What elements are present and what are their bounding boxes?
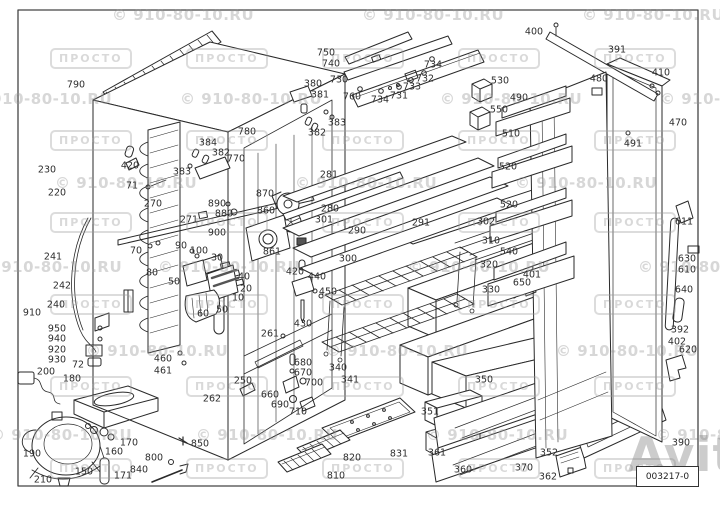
part-241-capillary-tube (71, 217, 134, 353)
part-280-glass-shelves (282, 135, 649, 277)
part-800-840-850-fixings (151, 436, 189, 483)
part-242-tube-clip (123, 289, 134, 313)
part-730-control-panel (343, 31, 485, 108)
part-440-middle-hinge (291, 259, 324, 323)
part-420-bearing-pin-top (124, 145, 135, 158)
part-530-550-boxes (469, 78, 493, 131)
part-910-relay-set (85, 312, 110, 367)
part-340-wire-rack (321, 246, 478, 363)
part-380-top-hinge (289, 85, 335, 132)
part-470-door-outer (606, 57, 671, 443)
part-610-hinge-bar (664, 200, 700, 382)
part-cabinet-body (92, 41, 346, 461)
part-341-wire-rack (321, 293, 475, 353)
part-230-clip (125, 157, 140, 171)
part-200-power-cord (17, 371, 61, 405)
part-400-pin (553, 22, 559, 28)
part-900-fan-motor (245, 214, 291, 262)
part-261-262-fixings (177, 333, 286, 397)
part-170-washers (90, 426, 98, 434)
part-810-egg-tray (277, 443, 332, 473)
part-480-clip (591, 87, 603, 96)
part-660-bottom-hinge-cluster (282, 353, 316, 412)
part-190-suction-pipe (21, 429, 37, 453)
part-410-screws (649, 83, 655, 89)
part-160-grommets (85, 423, 115, 441)
part-lamp-thermostat-cluster (182, 248, 245, 323)
part-150-compressor (21, 411, 101, 487)
part-391-door-trim (545, 22, 661, 102)
part-630-piece (687, 245, 700, 254)
part-611-bracket (675, 200, 694, 224)
part-180-evaporation-tray (73, 385, 159, 429)
part-770-cover (187, 148, 231, 180)
part-640-strip (672, 297, 685, 323)
part-890-pin (225, 201, 231, 207)
drawing-code-box: 003217-0 (636, 466, 699, 487)
part-210-foot (57, 477, 71, 487)
part-491-screw (625, 130, 631, 136)
part-220-condenser (125, 121, 181, 354)
part-490-540-door-bins (487, 85, 575, 307)
part-880-grommet (230, 208, 238, 216)
part-270-rail (117, 179, 315, 249)
part-731-734-screws (357, 56, 435, 94)
diagram-frame (17, 9, 699, 487)
drawing-code: 003217-0 (645, 471, 690, 482)
part-620-bracket (665, 354, 687, 382)
part-171-tube (99, 445, 110, 485)
